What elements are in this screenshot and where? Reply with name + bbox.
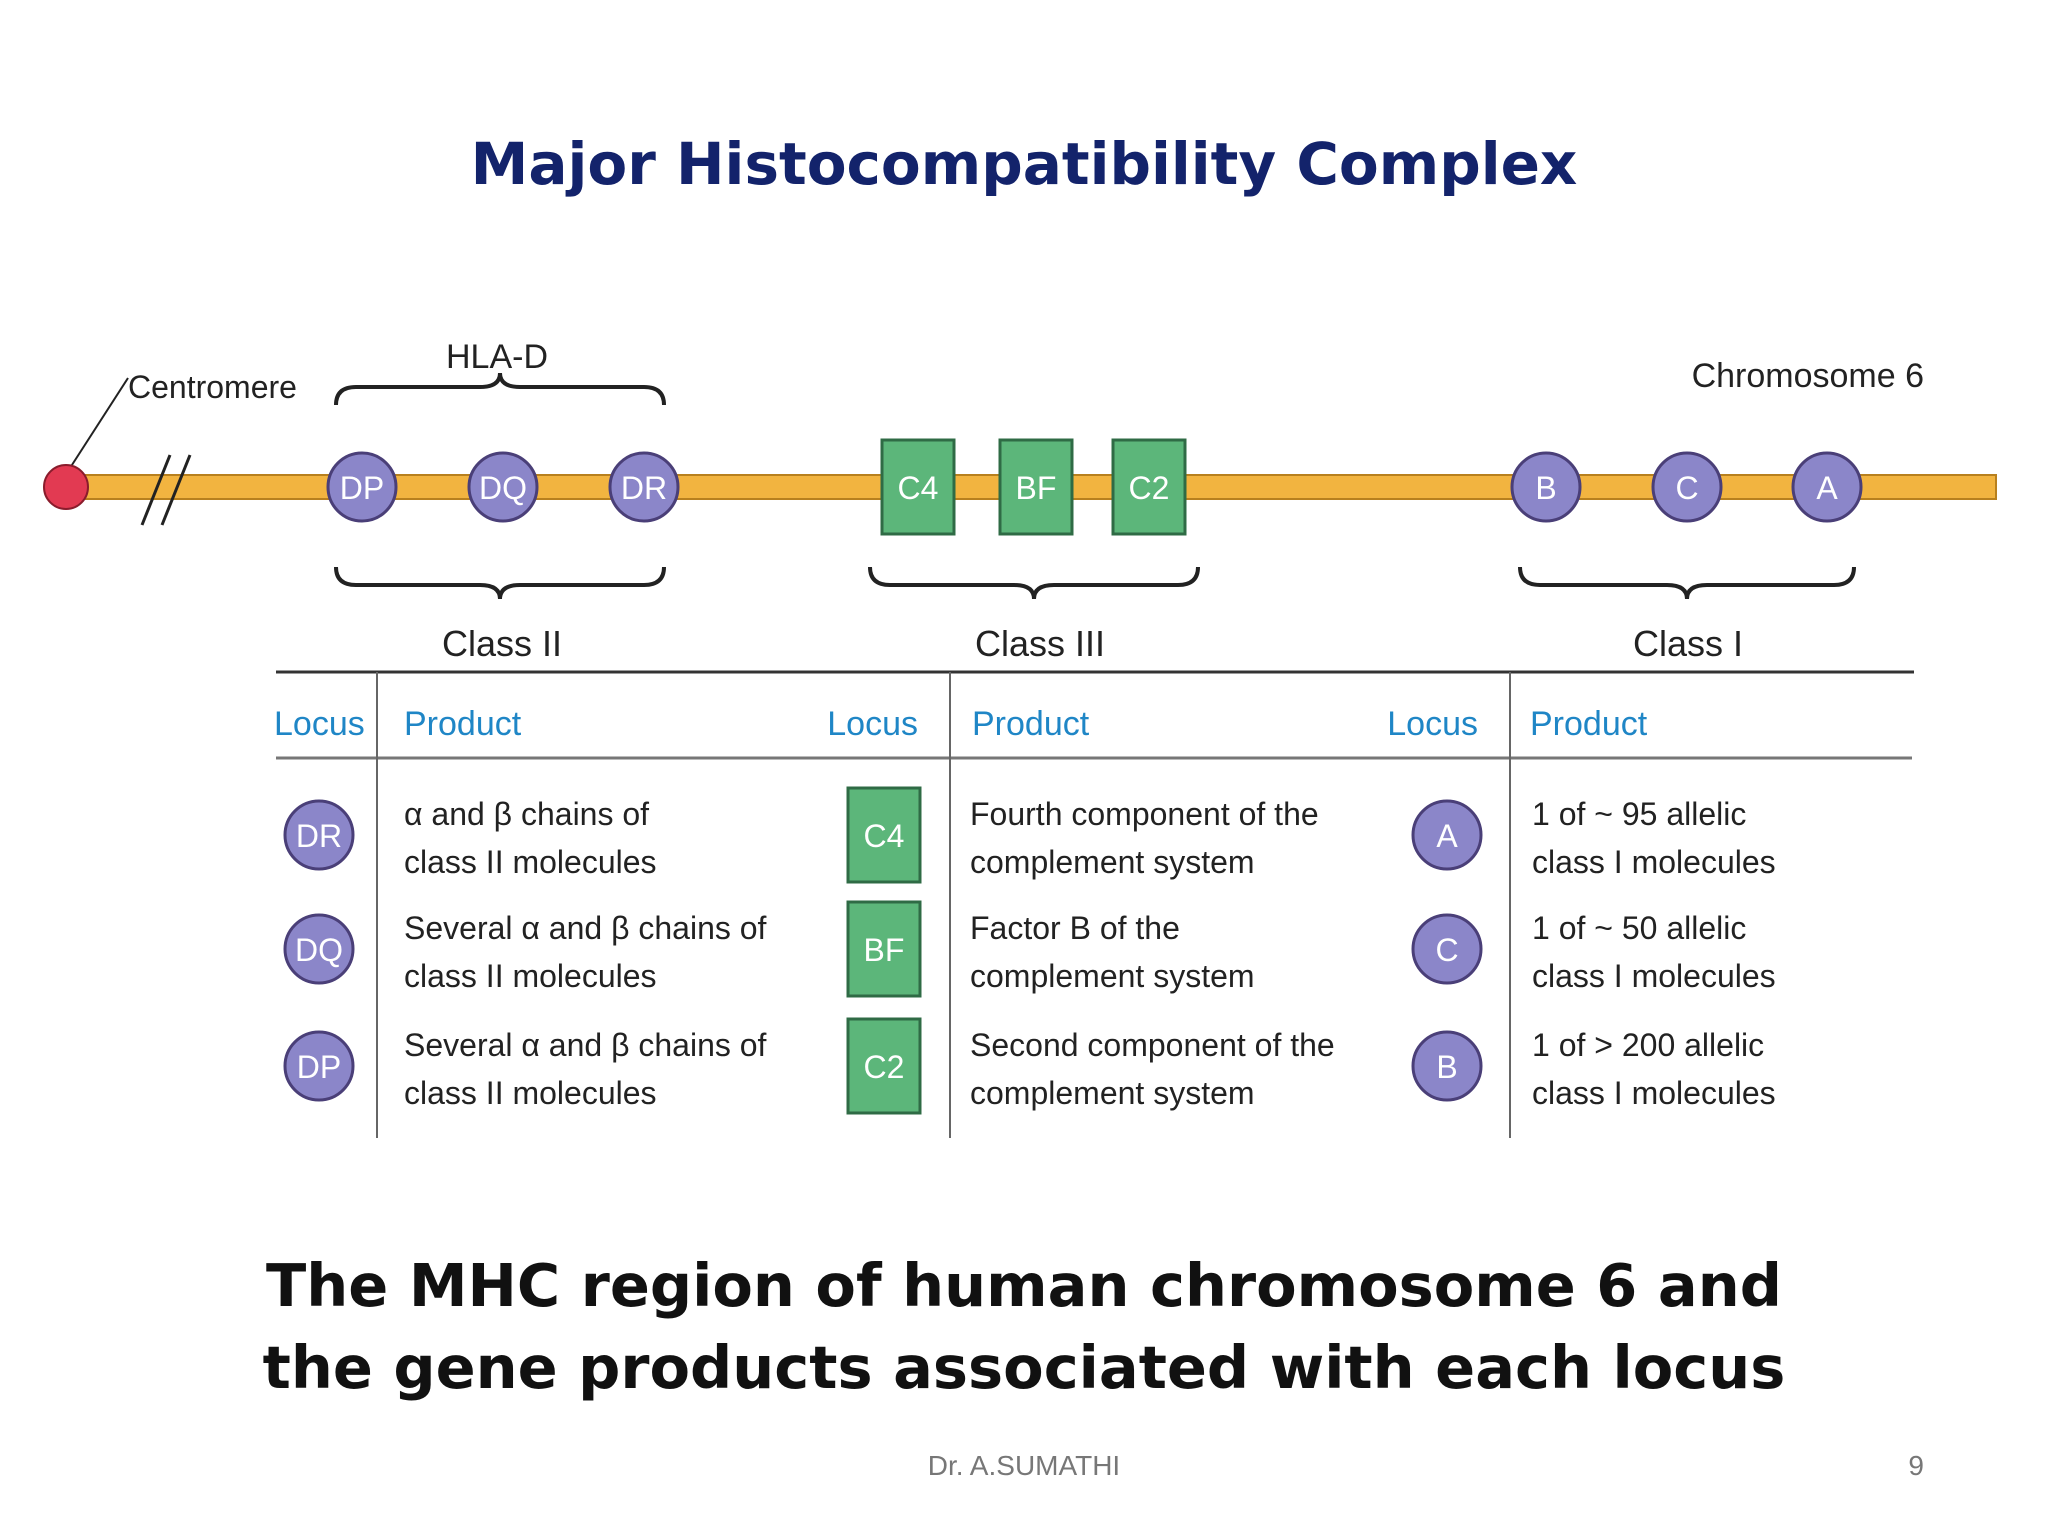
chromosome-locus-c4 (880, 438, 956, 536)
table-locus-dq-label: DQ (295, 932, 343, 968)
product-a-line-1: 1 of ~ 95 allelic (1532, 796, 1746, 832)
product-dp-line-2: class II molecules (404, 1075, 657, 1111)
product-b-line-1: 1 of > 200 allelic (1532, 1027, 1764, 1063)
product-c4-line-1: Fourth component of the (970, 796, 1319, 832)
product-dq-line-1: Several α and β chains of (404, 910, 767, 946)
footer-author: Dr. A.SUMATHI (927, 1450, 1121, 1481)
chromosome-locus-a (1791, 451, 1863, 523)
hla-d-label: HLA-D (446, 338, 548, 376)
table-locus-dp-label: DP (297, 1049, 341, 1085)
table-header-4: Product (972, 705, 1090, 743)
class-label-3: Class I (1633, 623, 1743, 664)
chromosome-locus-c2-label: C2 (1129, 470, 1170, 506)
table-locus-b (1411, 1030, 1483, 1102)
chromosome-locus-c (1651, 451, 1723, 523)
table-locus-dr (283, 799, 355, 871)
chromosome-locus-dr-label: DR (621, 470, 667, 506)
product-bf-line-1: Factor B of the (970, 910, 1180, 946)
table-locus-c4 (846, 786, 922, 884)
product-c2-line-1: Second component of the (970, 1027, 1335, 1063)
product-c-line-1: 1 of ~ 50 allelic (1532, 910, 1746, 946)
class-brace-2 (868, 566, 1200, 600)
centromere (43, 464, 89, 510)
table-header-3: Locus (827, 705, 918, 743)
chromosome-locus-a-label: A (1816, 470, 1838, 506)
chromosome-label: Chromosome 6 (1692, 357, 1924, 395)
product-c2-line-2: complement system (970, 1075, 1255, 1111)
table-header-6: Product (1530, 705, 1648, 743)
chromosome-locus-dr (608, 451, 680, 523)
class-label-1: Class II (442, 623, 562, 664)
chromosome-map: Centromere HLA-D Chromosome 6 DP DQ DR C4 BF C2 B… (43, 338, 1997, 664)
chromosome-locus-bf (998, 438, 1074, 536)
table-locus-bf (846, 900, 922, 998)
table-locus-bf-label: BF (864, 932, 905, 968)
slide-title: Major Histocompatibility Complex (470, 130, 1578, 198)
chromosome-locus-dq-label: DQ (479, 470, 527, 506)
slide-caption: The MHC region of human chromosome 6 and… (0, 1245, 2048, 1409)
table-locus-dq (283, 913, 355, 985)
table-locus-c4-label: C4 (864, 818, 905, 854)
product-b-line-2: class I molecules (1532, 1075, 1776, 1111)
table-locus-dr-label: DR (296, 818, 342, 854)
centromere-label: Centromere (128, 369, 297, 405)
chromosome-locus-dp-label: DP (340, 470, 384, 506)
page-number: 9 (1908, 1450, 1924, 1481)
product-dr-line-2: class II molecules (404, 844, 657, 880)
hla-d-brace (334, 372, 666, 406)
chromosome-locus-b-label: B (1535, 470, 1556, 506)
break-mark-right (160, 454, 192, 526)
table-locus-dp (283, 1030, 355, 1102)
product-c4-line-2: complement system (970, 844, 1255, 880)
table-locus-a (1411, 799, 1483, 871)
break-mark-left (140, 454, 172, 526)
class-brace-1 (334, 566, 666, 600)
chromosome-locus-dq (467, 451, 539, 523)
chromosome-locus-c2 (1111, 438, 1187, 536)
chromosome-locus-c-label: C (1675, 470, 1698, 506)
chromosome-locus-bf-label: BF (1016, 470, 1057, 506)
table-locus-a-label: A (1436, 818, 1458, 854)
chromosome-locus-c4-label: C4 (898, 470, 939, 506)
product-a-line-2: class I molecules (1532, 844, 1776, 880)
chromosome-locus-b (1510, 451, 1582, 523)
table-header-1: Locus (274, 705, 365, 743)
chromosome-locus-dp (326, 451, 398, 523)
table-header-5: Locus (1387, 705, 1478, 743)
product-dp-line-1: Several α and β chains of (404, 1027, 767, 1063)
centromere-pointer (69, 377, 129, 469)
table-locus-c2 (846, 1017, 922, 1115)
product-bf-line-2: complement system (970, 958, 1255, 994)
class-brace-3 (1518, 566, 1856, 600)
product-c-line-2: class I molecules (1532, 958, 1776, 994)
product-dr-line-1: α and β chains of (404, 796, 649, 832)
table-locus-c (1411, 913, 1483, 985)
table-locus-c2-label: C2 (864, 1049, 905, 1085)
table-locus-c-label: C (1435, 932, 1458, 968)
caption-line-2: the gene products associated with each l… (262, 1333, 1786, 1402)
product-dq-line-2: class II molecules (404, 958, 657, 994)
caption-line-1: The MHC region of human chromosome 6 and (266, 1251, 1782, 1320)
class-label-2: Class III (975, 623, 1105, 664)
table-locus-b-label: B (1436, 1049, 1457, 1085)
table-header-2: Product (404, 705, 522, 743)
